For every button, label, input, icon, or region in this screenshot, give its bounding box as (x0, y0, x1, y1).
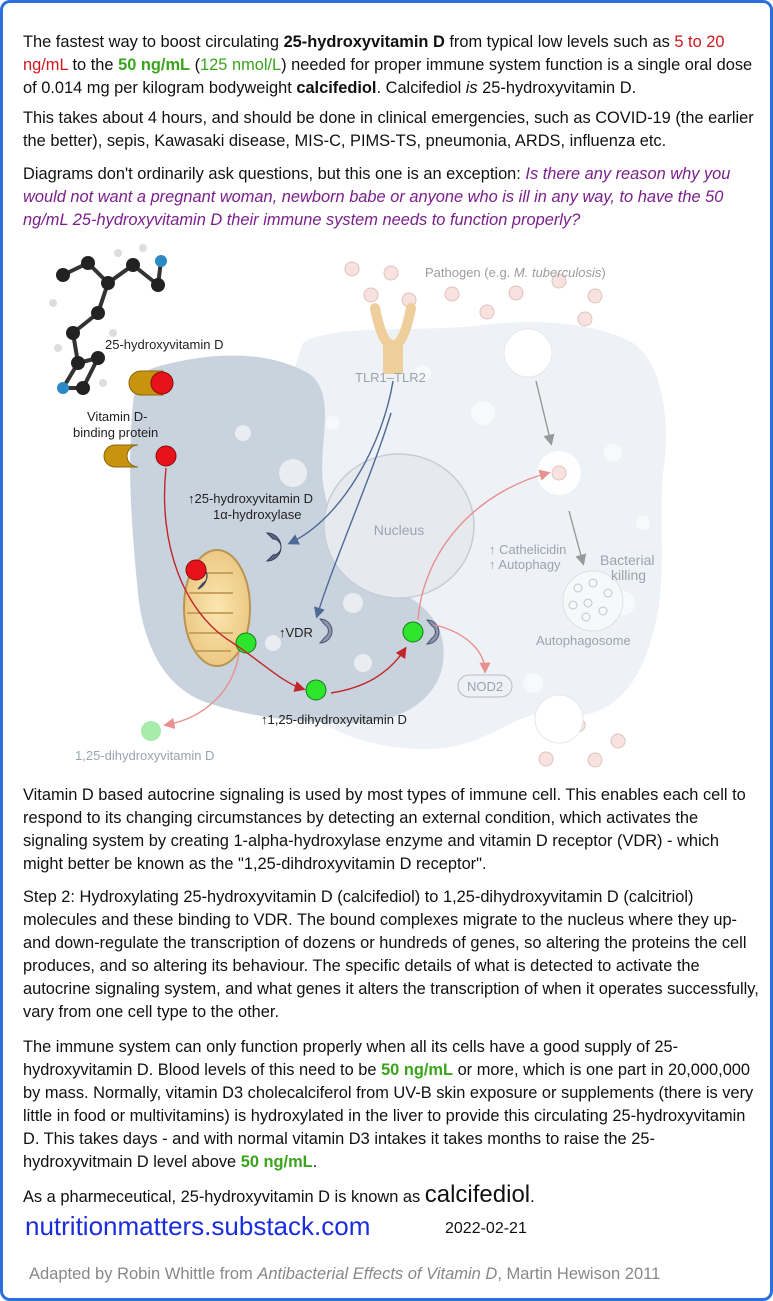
attribution-credit: Adapted by Robin Whittle from Antibacter… (29, 1265, 759, 1284)
intro-text: Diagrams don't ordinarily ask questions,… (23, 165, 526, 183)
enzyme-label-line-2: 1α-hydroxylase (213, 507, 301, 522)
target-level-value: 50 ng/mL (381, 1061, 454, 1079)
target-level-value: 50 ng/mL (118, 56, 191, 74)
intro-text: ( (190, 56, 201, 74)
calcifediol-molecule-bound (150, 371, 174, 395)
tlr-label: TLR1–TLR2 (355, 370, 426, 385)
intro-text: ) needed for proper immune system functi… (23, 56, 753, 97)
body-text: As a pharmeceutical, 25-hydroxyvitamin D… (23, 1188, 425, 1206)
cathelicidin-label: ↑ Cathelicidin (489, 542, 566, 557)
calcitriol-molecule-exported (141, 721, 161, 741)
calcitriol-label-outside: 1,25-dihydroxyvitamin D (75, 748, 214, 763)
body-text: or more, which is one part in 20,000,000… (23, 1061, 754, 1171)
calcifediol-term-large: calcifediol (424, 1181, 531, 1208)
intro-bold-term: 25-hydroxyvitamin D (283, 33, 445, 51)
dbp-label-line-1: Vitamin D- (87, 409, 147, 424)
nucleus (323, 453, 475, 599)
calcitriol-bound-vdr (402, 621, 424, 643)
body-paragraph-3: The immune system can only function prop… (23, 1036, 763, 1174)
intro-emphasis: is (465, 79, 478, 97)
enzyme-label-line-1: ↑25-hydroxyvitamin D (188, 491, 313, 506)
intro-text: to the (67, 56, 119, 74)
body-text: . (530, 1188, 535, 1206)
autophagosome (562, 570, 624, 632)
intro-text: . Calcifediol (376, 79, 466, 97)
phagosome-entry (503, 328, 553, 378)
killing-label: killing (611, 567, 646, 583)
pathogen-particles (344, 261, 626, 768)
autophagy-label: ↑ Autophagy (489, 557, 561, 572)
calcitriol-molecule-free (305, 679, 327, 701)
vdr-receptor (318, 618, 333, 644)
nucleus-label: Nucleus (374, 522, 425, 538)
low-level-value: 5 to 20 ng/mL (23, 33, 725, 74)
nod2-label: NOD2 (467, 679, 503, 694)
target-level-value: 50 ng/mL (240, 1153, 313, 1171)
credit-text: , Martin Hewison 2011 (497, 1265, 661, 1283)
engulfed-pathogen (551, 465, 567, 481)
pathogen-label: Pathogen (e.g. M. tuberculosis) (425, 265, 606, 280)
intro-text: The fastest way to boost circulating (23, 33, 284, 51)
target-level-nmol: 125 nmol/L (200, 56, 282, 74)
autophagosome-particles (568, 578, 613, 622)
autophagosome-label: Autophagosome (536, 633, 631, 648)
tlr-receptor (370, 303, 416, 374)
intro-paragraph-3: Diagrams don't ordinarily ask questions,… (23, 163, 763, 232)
bacterial-label: Bacterial (600, 552, 654, 568)
calcitriol-label-inside: ↑1,25-dihydroxyvitamin D (261, 712, 407, 727)
calcifediol-molecule-free (155, 445, 177, 467)
body-text: . (312, 1153, 318, 1171)
calcifediol-term: calcifediol (296, 79, 377, 97)
question-text: Is there any reason why you would not wa… (23, 165, 731, 229)
dbp-label-line-2: binding protein (73, 425, 158, 440)
credit-text: Adapted by Robin Whittle from (29, 1265, 258, 1283)
phagosome-exit (534, 694, 584, 744)
hydroxyvitamin-label: 25-hydroxyvitamin D (105, 337, 224, 352)
body-text: The immune system can only function prop… (23, 1038, 679, 1079)
vitamin-d-diagram: Nucleus 25-hydroxyvitamin D Vitamin D- b… (49, 244, 666, 768)
website-link[interactable]: nutritionmatters.substack.com (25, 1211, 371, 1241)
intro-text: from typical low levels such as (444, 33, 675, 51)
vdr-receptor-bound (425, 619, 440, 645)
dbp-shape-free (103, 444, 139, 468)
intro-text: 25-hydroxyvitamin D. (477, 79, 637, 97)
hydroxylase-enzyme (265, 532, 282, 562)
mitochondrion-cristae (187, 572, 233, 652)
calcitriol-molecule-mito (235, 632, 257, 654)
body-paragraph-4: As a pharmeceutical, 25-hydroxyvitamin D… (23, 1183, 763, 1209)
intro-paragraph-1: The fastest way to boost circulating 25-… (23, 31, 763, 100)
calcifediol-molecule-mito (185, 559, 207, 581)
nod2-box (457, 674, 513, 698)
publication-date: 2022-02-21 (445, 1220, 527, 1237)
pathway-arrows (163, 380, 587, 729)
vdr-label: ↑VDR (279, 625, 313, 640)
molecule-atoms (49, 244, 167, 395)
body-paragraph-2: Step 2: Hydroxylating 25-hydroxyvitamin … (23, 888, 759, 1021)
source-title: Antibacterial Effects of Vitamin D (257, 1265, 498, 1283)
body-paragraph-1: Vitamin D based autocrine signaling is u… (23, 786, 746, 873)
intro-paragraph-2: This takes about 4 hours, and should be … (23, 109, 754, 150)
